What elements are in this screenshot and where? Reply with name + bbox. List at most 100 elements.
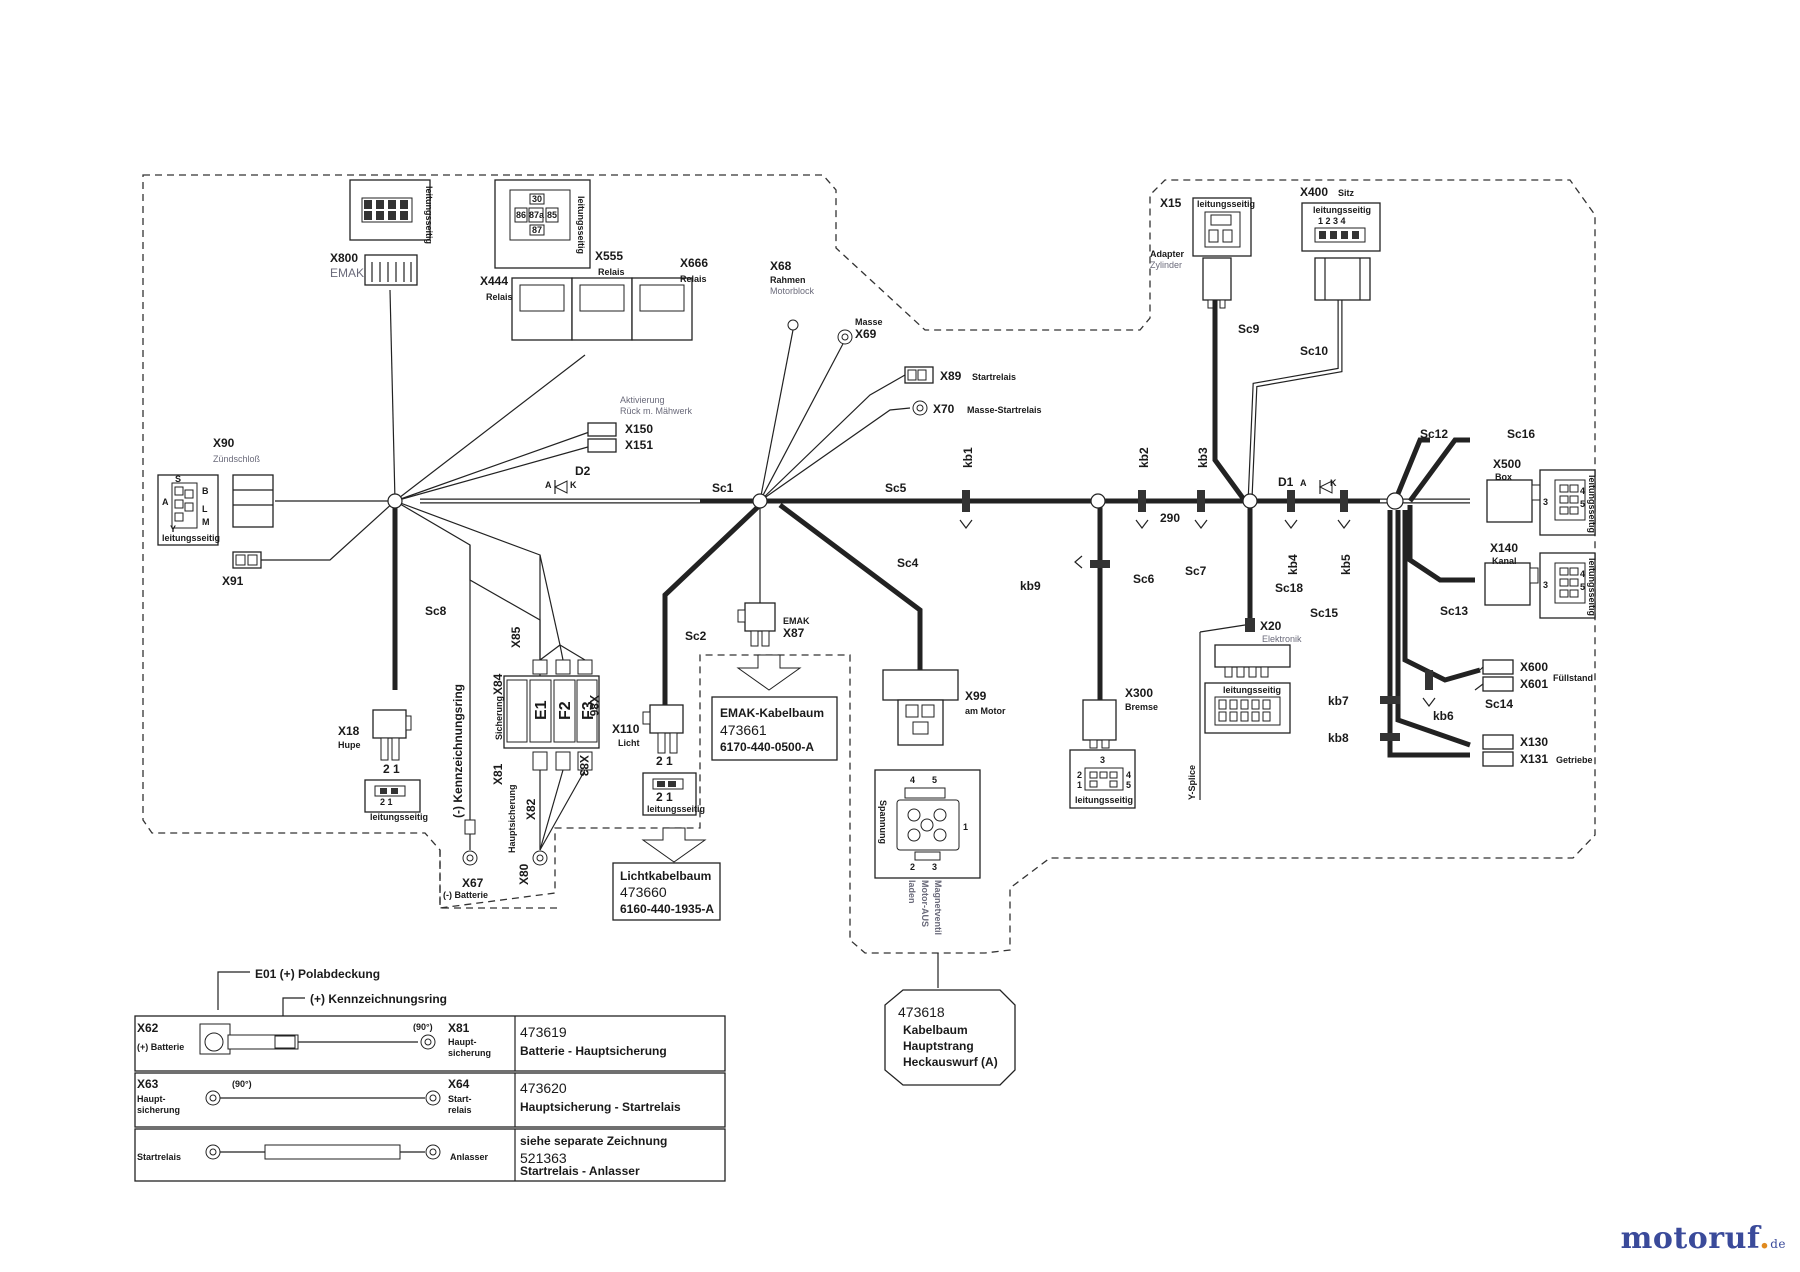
- x444-id: X444: [480, 274, 508, 288]
- svg-text:D2: D2: [575, 464, 591, 478]
- svg-text:87a: 87a: [529, 210, 545, 220]
- svg-text:1: 1: [1077, 780, 1082, 790]
- x800-label-ls: leitungsseitig: [424, 186, 434, 244]
- connector-x500[interactable]: 3 4 5 leitungsseitig X500 Box: [1486, 457, 1597, 536]
- svg-text:Aktivierung: Aktivierung: [620, 395, 665, 405]
- svg-text:Masse: Masse: [855, 317, 883, 327]
- svg-text:1: 1: [963, 822, 968, 832]
- svg-text:L: L: [202, 504, 208, 514]
- svg-text:Zündschloß: Zündschloß: [213, 454, 261, 464]
- motoruf-logo[interactable]: motoruf.de: [1621, 1221, 1786, 1256]
- svg-text:K: K: [570, 480, 577, 490]
- svg-text:X82: X82: [524, 798, 538, 820]
- connector-x130-x131[interactable]: X130 X131 Getriebe: [1482, 734, 1593, 767]
- svg-text:kb5: kb5: [1339, 554, 1353, 575]
- svg-text:(+) Batterie: (+) Batterie: [137, 1042, 184, 1052]
- svg-text:Box: Box: [1495, 472, 1512, 482]
- svg-text:X86: X86: [587, 695, 601, 717]
- logo-tld: de: [1770, 1237, 1786, 1251]
- svg-text:X110: X110: [612, 722, 640, 736]
- connector-x70[interactable]: X70 Masse-Startrelais: [912, 400, 1042, 416]
- connector-x15[interactable]: leitungsseitig X15 Adapter Zylinder: [1150, 196, 1255, 309]
- x800-desc: EMAK: [330, 266, 364, 280]
- svg-text:Haupt-: Haupt-: [448, 1037, 477, 1047]
- svg-text:X20: X20: [1260, 619, 1282, 633]
- svg-text:Sc16: Sc16: [1507, 427, 1535, 441]
- svg-text:X84: X84: [491, 673, 505, 695]
- svg-text:EMAK: EMAK: [783, 616, 810, 626]
- connector-x67[interactable]: (-) Kennzeichnungsring X67 (-) Batterie: [443, 684, 488, 900]
- svg-text:Licht: Licht: [618, 738, 640, 748]
- svg-text:kb1: kb1: [961, 447, 975, 468]
- svg-text:5: 5: [1580, 582, 1585, 592]
- svg-text:Y: Y: [170, 524, 176, 534]
- svg-text:X130: X130: [1520, 735, 1548, 749]
- svg-text:leitungsseitig: leitungsseitig: [647, 804, 705, 814]
- licht-harness-box: Lichtkabelbaum 473660 6160-440-1935-A: [612, 827, 721, 921]
- connector-x99[interactable]: X99 am Motor 4 5 1 2 3 Spannung Magnetve…: [874, 669, 1006, 935]
- connector-x300[interactable]: X300 Bremse 3 2 1 4 5 leitungsseitig: [1069, 686, 1158, 809]
- svg-text:kb2: kb2: [1137, 447, 1151, 468]
- svg-text:2: 2: [910, 862, 915, 872]
- svg-text:4: 4: [910, 775, 915, 785]
- svg-text:290: 290: [1160, 511, 1180, 525]
- connector-x68[interactable]: X68 Rahmen Motorblock: [770, 259, 815, 331]
- svg-text:A: A: [545, 480, 552, 490]
- svg-text:Lichtkabelbaum: Lichtkabelbaum: [620, 869, 711, 883]
- svg-text:X601: X601: [1520, 677, 1548, 691]
- svg-text:Bremse: Bremse: [1125, 702, 1158, 712]
- svg-text:473618: 473618: [898, 1004, 945, 1020]
- svg-text:X80: X80: [517, 863, 531, 885]
- svg-text:EMAK-Kabelbaum: EMAK-Kabelbaum: [720, 706, 824, 720]
- connector-x69[interactable]: Masse X69: [837, 317, 883, 345]
- relay-group[interactable]: 30 86 87a 85 87 leitungsseitig X444 Rela…: [480, 179, 708, 341]
- svg-text:siehe separate Zeichnung: siehe separate Zeichnung: [520, 1134, 667, 1148]
- connector-x140[interactable]: 3 4 5 leitungsseitig X140 Kanal: [1484, 541, 1597, 619]
- svg-text:X87: X87: [783, 626, 805, 640]
- svg-text:Motorblock: Motorblock: [770, 286, 815, 296]
- svg-text:laden: laden: [907, 880, 917, 904]
- svg-text:X89: X89: [940, 369, 962, 383]
- connector-x18[interactable]: 2 1 2 1 leitungsseitig X18 Hupe: [338, 709, 428, 822]
- connector-x400[interactable]: leitungsseitig 1 2 3 4 X400 Sitz: [1300, 185, 1381, 301]
- svg-text:Getriebe: Getriebe: [1556, 755, 1593, 765]
- svg-text:Spannung: Spannung: [878, 800, 888, 844]
- svg-text:X151: X151: [625, 438, 653, 452]
- svg-text:Sc8: Sc8: [425, 604, 447, 618]
- svg-text:1 2 3 4: 1 2 3 4: [1318, 216, 1346, 226]
- x555-id: X555: [595, 249, 623, 263]
- connector-x89[interactable]: X89 Startrelais: [904, 366, 1016, 384]
- connector-x20[interactable]: X20 Elektronik leitungsseitig Y-Splice: [1187, 618, 1302, 800]
- svg-text:473620: 473620: [520, 1080, 567, 1096]
- svg-text:X15: X15: [1160, 196, 1182, 210]
- svg-text:Kabelbaum: Kabelbaum: [903, 1023, 968, 1037]
- fuse-block[interactable]: E1 F2 F3 X84 Sicherung X85 X86 X81 X82 X…: [491, 626, 601, 885]
- connector-x91[interactable]: X91: [222, 551, 262, 588]
- svg-text:X90: X90: [213, 436, 235, 450]
- connector-x90[interactable]: S B A L Y M leitungsseitig X90 Zündschlo…: [157, 436, 274, 546]
- svg-text:Sitz: Sitz: [1338, 188, 1355, 198]
- svg-text:521363: 521363: [520, 1150, 567, 1166]
- x800-id: X800: [330, 251, 358, 265]
- connector-x110[interactable]: 2 1 2 1 leitungsseitig X110 Licht: [612, 704, 705, 816]
- svg-text:leitungsseitig: leitungsseitig: [1223, 685, 1281, 695]
- svg-text:leitungsseitig: leitungsseitig: [1313, 205, 1371, 215]
- connector-x800[interactable]: leitungsseitig X800 EMAK: [330, 179, 434, 286]
- connector-x600-x601[interactable]: X600 X601 Füllstand: [1474, 659, 1593, 692]
- connector-x150-x151[interactable]: X150 X151 Aktivierung Rück m. Mähwerk: [587, 395, 693, 453]
- svg-text:Hupe: Hupe: [338, 740, 361, 750]
- svg-text:X500: X500: [1493, 457, 1521, 471]
- svg-text:(90°): (90°): [413, 1022, 433, 1032]
- svg-text:A: A: [162, 497, 169, 507]
- svg-text:473619: 473619: [520, 1024, 567, 1040]
- svg-text:leitungsseitig: leitungsseitig: [1587, 558, 1597, 616]
- svg-text:Sc2: Sc2: [685, 629, 707, 643]
- svg-text:leitungsseitig: leitungsseitig: [162, 533, 220, 543]
- diode-d1: D1 A K: [1278, 475, 1337, 494]
- svg-text:2 1: 2 1: [383, 762, 400, 776]
- svg-text:3: 3: [932, 862, 937, 872]
- svg-text:Hauptsicherung - Startrelais: Hauptsicherung - Startrelais: [520, 1100, 681, 1114]
- svg-text:Hauptsicherung: Hauptsicherung: [507, 784, 517, 853]
- svg-text:Sc5: Sc5: [885, 481, 907, 495]
- connector-x87[interactable]: EMAK X87: [736, 602, 810, 691]
